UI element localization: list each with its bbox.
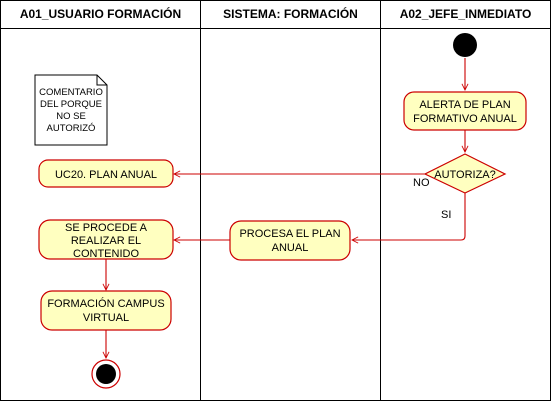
lane-title-jefe-inmediato: A02_JEFE_INMEDIATO [400, 7, 532, 21]
action-uc20-plan-anual[interactable]: UC20. PLAN ANUAL [38, 159, 174, 188]
action-label: CONTENIDO [73, 248, 139, 260]
action-box [40, 290, 172, 331]
comment-note: COMENTARIO DEL PORQUE NO SE AUTORIZÓ [34, 74, 108, 146]
note-line: NO SE [56, 111, 86, 122]
lane-title-usuario-formacion: A01_USUARIO FORMACIÓN [20, 6, 181, 21]
action-box [38, 219, 174, 260]
flows [106, 58, 465, 358]
action-box [403, 91, 527, 131]
action-label: ALERTA DE PLAN [419, 99, 510, 111]
flow-decision-si-to-procesa [352, 193, 466, 240]
decision-label: AUTORIZA? [434, 169, 496, 181]
note-shape [34, 74, 108, 146]
action-label: REALIZAR EL [71, 235, 141, 247]
decision-autoriza[interactable]: AUTORIZA? [423, 153, 507, 194]
note-line: DEL PORQUE [40, 99, 102, 110]
decision-diamond [423, 153, 507, 194]
lane-sistema-formacion [200, 0, 381, 401]
start-node [453, 33, 477, 57]
action-label: FORMACIÓN CAMPUS [47, 297, 164, 310]
note-fold [96, 75, 107, 86]
note-line: COMENTARIO [39, 87, 103, 98]
action-procesa-plan-anual[interactable]: PROCESA EL PLAN ANUAL [229, 220, 351, 261]
action-label: SE PROCEDE A [65, 222, 148, 234]
action-box [38, 159, 174, 188]
action-label: ANUAL [272, 242, 309, 254]
action-label: VIRTUAL [83, 312, 129, 324]
action-box [229, 220, 351, 261]
action-alerta-plan-formativo[interactable]: ALERTA DE PLAN FORMATIVO ANUAL [403, 91, 527, 131]
lane-usuario-formacion [0, 0, 201, 401]
action-label: UC20. PLAN ANUAL [55, 169, 157, 181]
lane-title-sistema-formacion: SISTEMA: FORMACIÓN [223, 6, 358, 21]
note-line: AUTORIZÓ [47, 123, 96, 134]
end-node [91, 359, 121, 389]
end-node-core [96, 364, 116, 384]
action-procede-realizar-contenido[interactable]: SE PROCEDE A REALIZAR EL CONTENIDO [38, 219, 174, 260]
action-label: PROCESA EL PLAN [239, 228, 340, 240]
edge-label-si: SI [441, 209, 451, 221]
edge-label-no: NO [413, 177, 430, 189]
action-label: FORMATIVO ANUAL [413, 113, 517, 125]
action-formacion-campus-virtual[interactable]: FORMACIÓN CAMPUS VIRTUAL [40, 290, 172, 331]
